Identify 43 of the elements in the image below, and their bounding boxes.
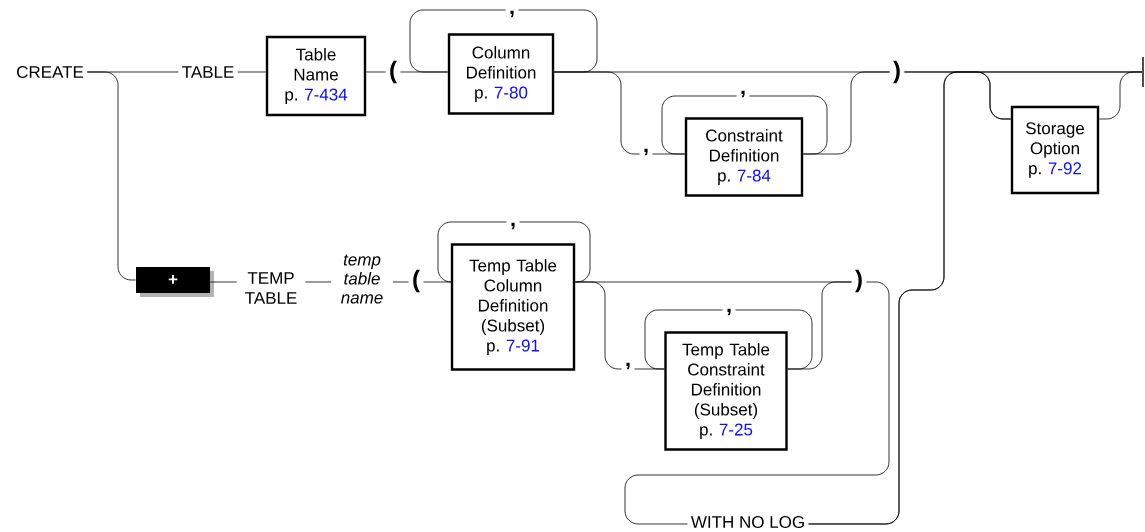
track-line bbox=[409, 9, 506, 73]
parenthesis: ( bbox=[413, 269, 420, 293]
track-line bbox=[519, 221, 591, 283]
reference-box: Column Definition p. 7-80 bbox=[447, 33, 555, 115]
keyword: TABLE bbox=[182, 66, 234, 78]
comma: , bbox=[727, 308, 731, 316]
track-line bbox=[305, 281, 332, 283]
track-line bbox=[574, 281, 622, 370]
track-line bbox=[624, 281, 890, 525]
variable-name: temp table name bbox=[341, 254, 383, 304]
track-line bbox=[437, 221, 507, 283]
track-line bbox=[365, 71, 386, 73]
comma: , bbox=[511, 222, 515, 230]
track-line bbox=[518, 9, 598, 73]
keyword: TEMP TABLE bbox=[245, 272, 297, 304]
track-line bbox=[86, 71, 136, 281]
track-line bbox=[644, 309, 723, 370]
track-line bbox=[210, 281, 237, 283]
comma: , bbox=[510, 10, 514, 18]
comma: , bbox=[626, 362, 630, 370]
plus-box: + bbox=[136, 267, 214, 297]
comma: , bbox=[644, 148, 648, 156]
comma: , bbox=[741, 90, 745, 98]
reference-box: Temp Table Column Definition (Subset) p. 7-91 bbox=[450, 243, 576, 371]
reference-box: Temp Table Constraint Definition (Subset) p. 7-25 bbox=[664, 331, 788, 451]
keyword: CREATE bbox=[17, 66, 84, 78]
track-line bbox=[808, 71, 1143, 525]
track-line bbox=[553, 71, 640, 155]
reference-box: Constraint Definition p. 7-84 bbox=[684, 117, 804, 197]
reference-box: Table Name p. 7-434 bbox=[265, 35, 367, 117]
track-line bbox=[787, 281, 852, 370]
track-line bbox=[802, 71, 890, 155]
parenthesis: ( bbox=[390, 60, 397, 84]
track-line bbox=[423, 281, 452, 283]
track-line bbox=[661, 95, 737, 155]
track-line bbox=[237, 71, 267, 73]
parenthesis: ) bbox=[893, 60, 900, 84]
track-line bbox=[735, 309, 813, 370]
track-line bbox=[392, 281, 409, 283]
track-line bbox=[749, 95, 828, 155]
keyword: WITH NO LOG bbox=[690, 515, 804, 528]
parenthesis: ) bbox=[855, 269, 862, 293]
reference-box: Storage Option p. 7-92 bbox=[1010, 105, 1100, 195]
